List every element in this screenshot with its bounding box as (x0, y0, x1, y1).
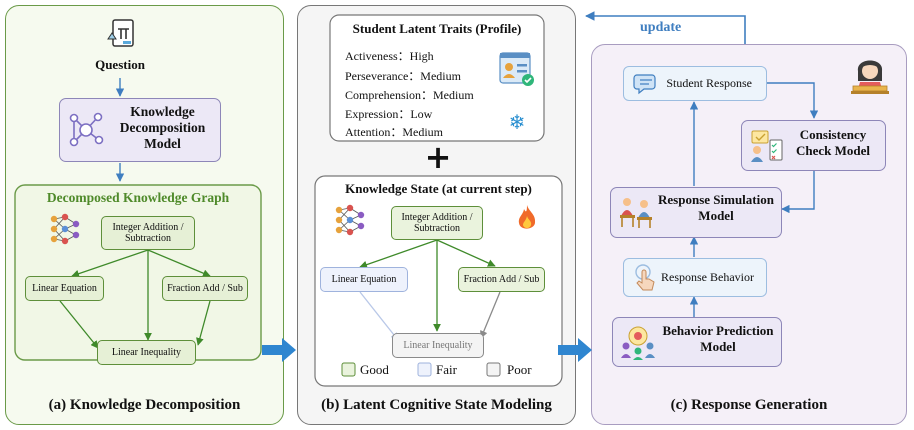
knowledge-network-icon (69, 112, 104, 147)
state-node-integer-addition: Integer Addition / Subtraction (391, 206, 483, 240)
update-label: update (640, 20, 682, 35)
behavior-model-label: Behavior Prediction Model (662, 323, 774, 355)
legend-poor-label: Poor (507, 362, 532, 377)
fire-icon (518, 205, 536, 229)
caption-c: (c) Response Generation (670, 397, 828, 413)
state-node-linear-inequality: Linear Inequality (392, 333, 484, 358)
node-fraction-add-sub: Fraction Add / Sub (162, 276, 248, 301)
legend-fair-swatch (417, 362, 432, 377)
caption-b: (b) Latent Cognitive State Modeling (321, 397, 552, 413)
knowledge-state-title: Knowledge State (at current step) (345, 181, 532, 196)
neural-net-icon (335, 204, 365, 236)
knowledge-state-box (314, 175, 563, 387)
trait-expression: Expression：Low (345, 107, 433, 121)
trait-comprehension: Comprehension：Medium (345, 88, 474, 102)
arrow-b-to-c (558, 338, 592, 362)
trait-activeness: Activeness：High (345, 49, 434, 63)
question-label: Question (95, 57, 145, 72)
question-pi-icon (107, 19, 134, 47)
state-node-linear-equation: Linear Equation (320, 267, 408, 292)
snowflake-icon: ❄ (508, 110, 526, 134)
plus-sign: + (424, 138, 452, 176)
node-linear-inequality: Linear Inequality (97, 340, 196, 365)
chat-bubble-icon (633, 74, 656, 95)
legend-poor-swatch (486, 362, 501, 377)
hand-tap-icon (635, 264, 655, 291)
update-arrow (585, 11, 746, 44)
student-reading-icon (851, 60, 889, 94)
behavior-people-icon (621, 326, 655, 360)
legend-fair-label: Fair (436, 362, 457, 377)
trait-perseverance: Perseverance：Medium (345, 69, 461, 83)
neural-net-icon (50, 213, 80, 245)
node-linear-equation: Linear Equation (25, 276, 104, 301)
arrow-a-to-b (262, 338, 296, 362)
profile-card-icon (499, 52, 534, 86)
node-integer-addition: Integer Addition / Subtraction (101, 216, 195, 250)
consistency-check-model-box (741, 120, 886, 171)
response-simulation-model-box (610, 187, 782, 238)
caption-a: (a) Knowledge Decomposition (48, 397, 241, 413)
state-node-fraction-add-sub: Fraction Add / Sub (458, 267, 545, 292)
legend-good-swatch (341, 362, 356, 377)
decomposed-graph-title: Decomposed Knowledge Graph (46, 190, 230, 205)
legend-good-label: Good (360, 362, 389, 377)
kd-model-label: Knowledge Decomposition Model (119, 104, 206, 152)
traits-profile-box (329, 14, 545, 142)
trait-attention: Attention：Medium (345, 125, 443, 139)
checklist-icon (751, 130, 783, 162)
classroom-icon (620, 198, 652, 228)
traits-title: Student Latent Traits (Profile) (352, 21, 522, 36)
simulation-model-label: Response Simulation Model (658, 192, 774, 224)
consistency-model-label: Consistency Check Model (795, 127, 871, 159)
